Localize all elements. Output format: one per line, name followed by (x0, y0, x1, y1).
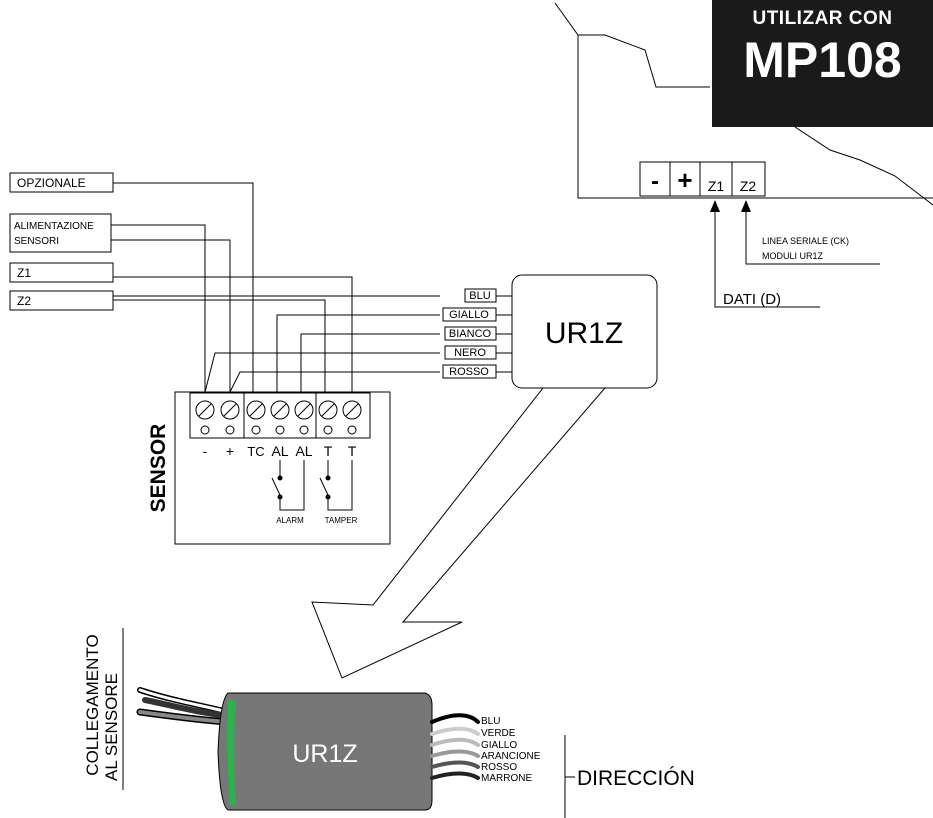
wire-label-blu: BLU (469, 290, 490, 302)
sensor-screws (195, 400, 362, 435)
sensor-terminal-t1: T (324, 443, 333, 459)
output-wire-blu: BLU (481, 716, 500, 727)
left-label-boxes (9, 172, 114, 311)
panel-terminal-z2: Z2 (740, 178, 757, 194)
label-power-line2: SENSORI (14, 236, 59, 247)
side-label-line2: AL SENSORE (102, 673, 121, 781)
output-wire-giallo: GIALLO (481, 740, 517, 751)
alarm-label: ALARM (276, 516, 304, 525)
wire-label-rosso: ROSSO (449, 366, 489, 378)
side-label-line1: COLLEGAMENTO (83, 634, 102, 775)
sensor-terminal-al2: AL (295, 443, 312, 459)
ur1z-module-green-edge (227, 700, 236, 805)
panel-terminal-block: - + Z1 Z2 (639, 161, 766, 197)
ur1z-module-bottom-label: UR1Z (292, 740, 357, 768)
tamper-label: TAMPER (325, 516, 358, 525)
output-wires (430, 713, 480, 780)
serial-modules-label: MODULI UR1Z (762, 251, 824, 261)
sensor-switches (271, 460, 353, 511)
mp108-badge: UTILIZAR CON MP108 (712, 0, 933, 127)
output-wire-arancione: ARANCIONE (481, 751, 541, 762)
panel-outline-top (554, 2, 710, 88)
wire-label-nero: NERO (454, 347, 486, 359)
input-cables (136, 687, 232, 726)
panel-terminal-z1: Z1 (708, 178, 725, 194)
sensor-terminal-al1: AL (271, 443, 288, 459)
badge-line1: UTILIZAR CON (752, 8, 893, 29)
sensor-title: SENSOR (147, 424, 170, 513)
sensor-terminal-minus: - (203, 443, 208, 459)
module-wires (113, 295, 512, 393)
label-z1: Z1 (17, 266, 31, 280)
wire-label-giallo: GIALLO (449, 309, 489, 321)
left-wires (111, 182, 353, 392)
wire-label-bianco: BIANCO (449, 328, 492, 340)
wire-label-boxes (442, 288, 497, 379)
panel-terminal-plus: + (677, 165, 692, 195)
panel-terminal-minus: - (651, 168, 659, 195)
panel-outline-edge (794, 126, 933, 206)
panel-outline-bottom (577, 35, 933, 199)
output-wire-rosso: ROSSO (481, 762, 517, 773)
output-wire-verde: VERDE (481, 728, 516, 739)
label-power-line1: ALIMENTAZIONE (14, 221, 94, 232)
badge-line2: MP108 (743, 32, 902, 88)
sensor-terminal-tc: TC (247, 444, 264, 459)
panel-arrows (710, 200, 880, 308)
direction-label: DIRECCIÓN (577, 767, 695, 790)
data-line-label: DATI (D) (723, 291, 781, 308)
sensor-terminal-t2: T (348, 443, 357, 459)
sensor-terminal-plus: + (226, 443, 234, 459)
ur1z-module-body (217, 692, 433, 811)
serial-line-label: LINEA SERIALE (CK) (762, 236, 849, 246)
output-wire-marrone: MARRONE (481, 773, 532, 784)
label-z2: Z2 (17, 294, 31, 308)
zoom-arrow (311, 387, 607, 679)
ur1z-module-label: UR1Z (545, 317, 623, 350)
label-optional: OPZIONALE (17, 176, 86, 190)
